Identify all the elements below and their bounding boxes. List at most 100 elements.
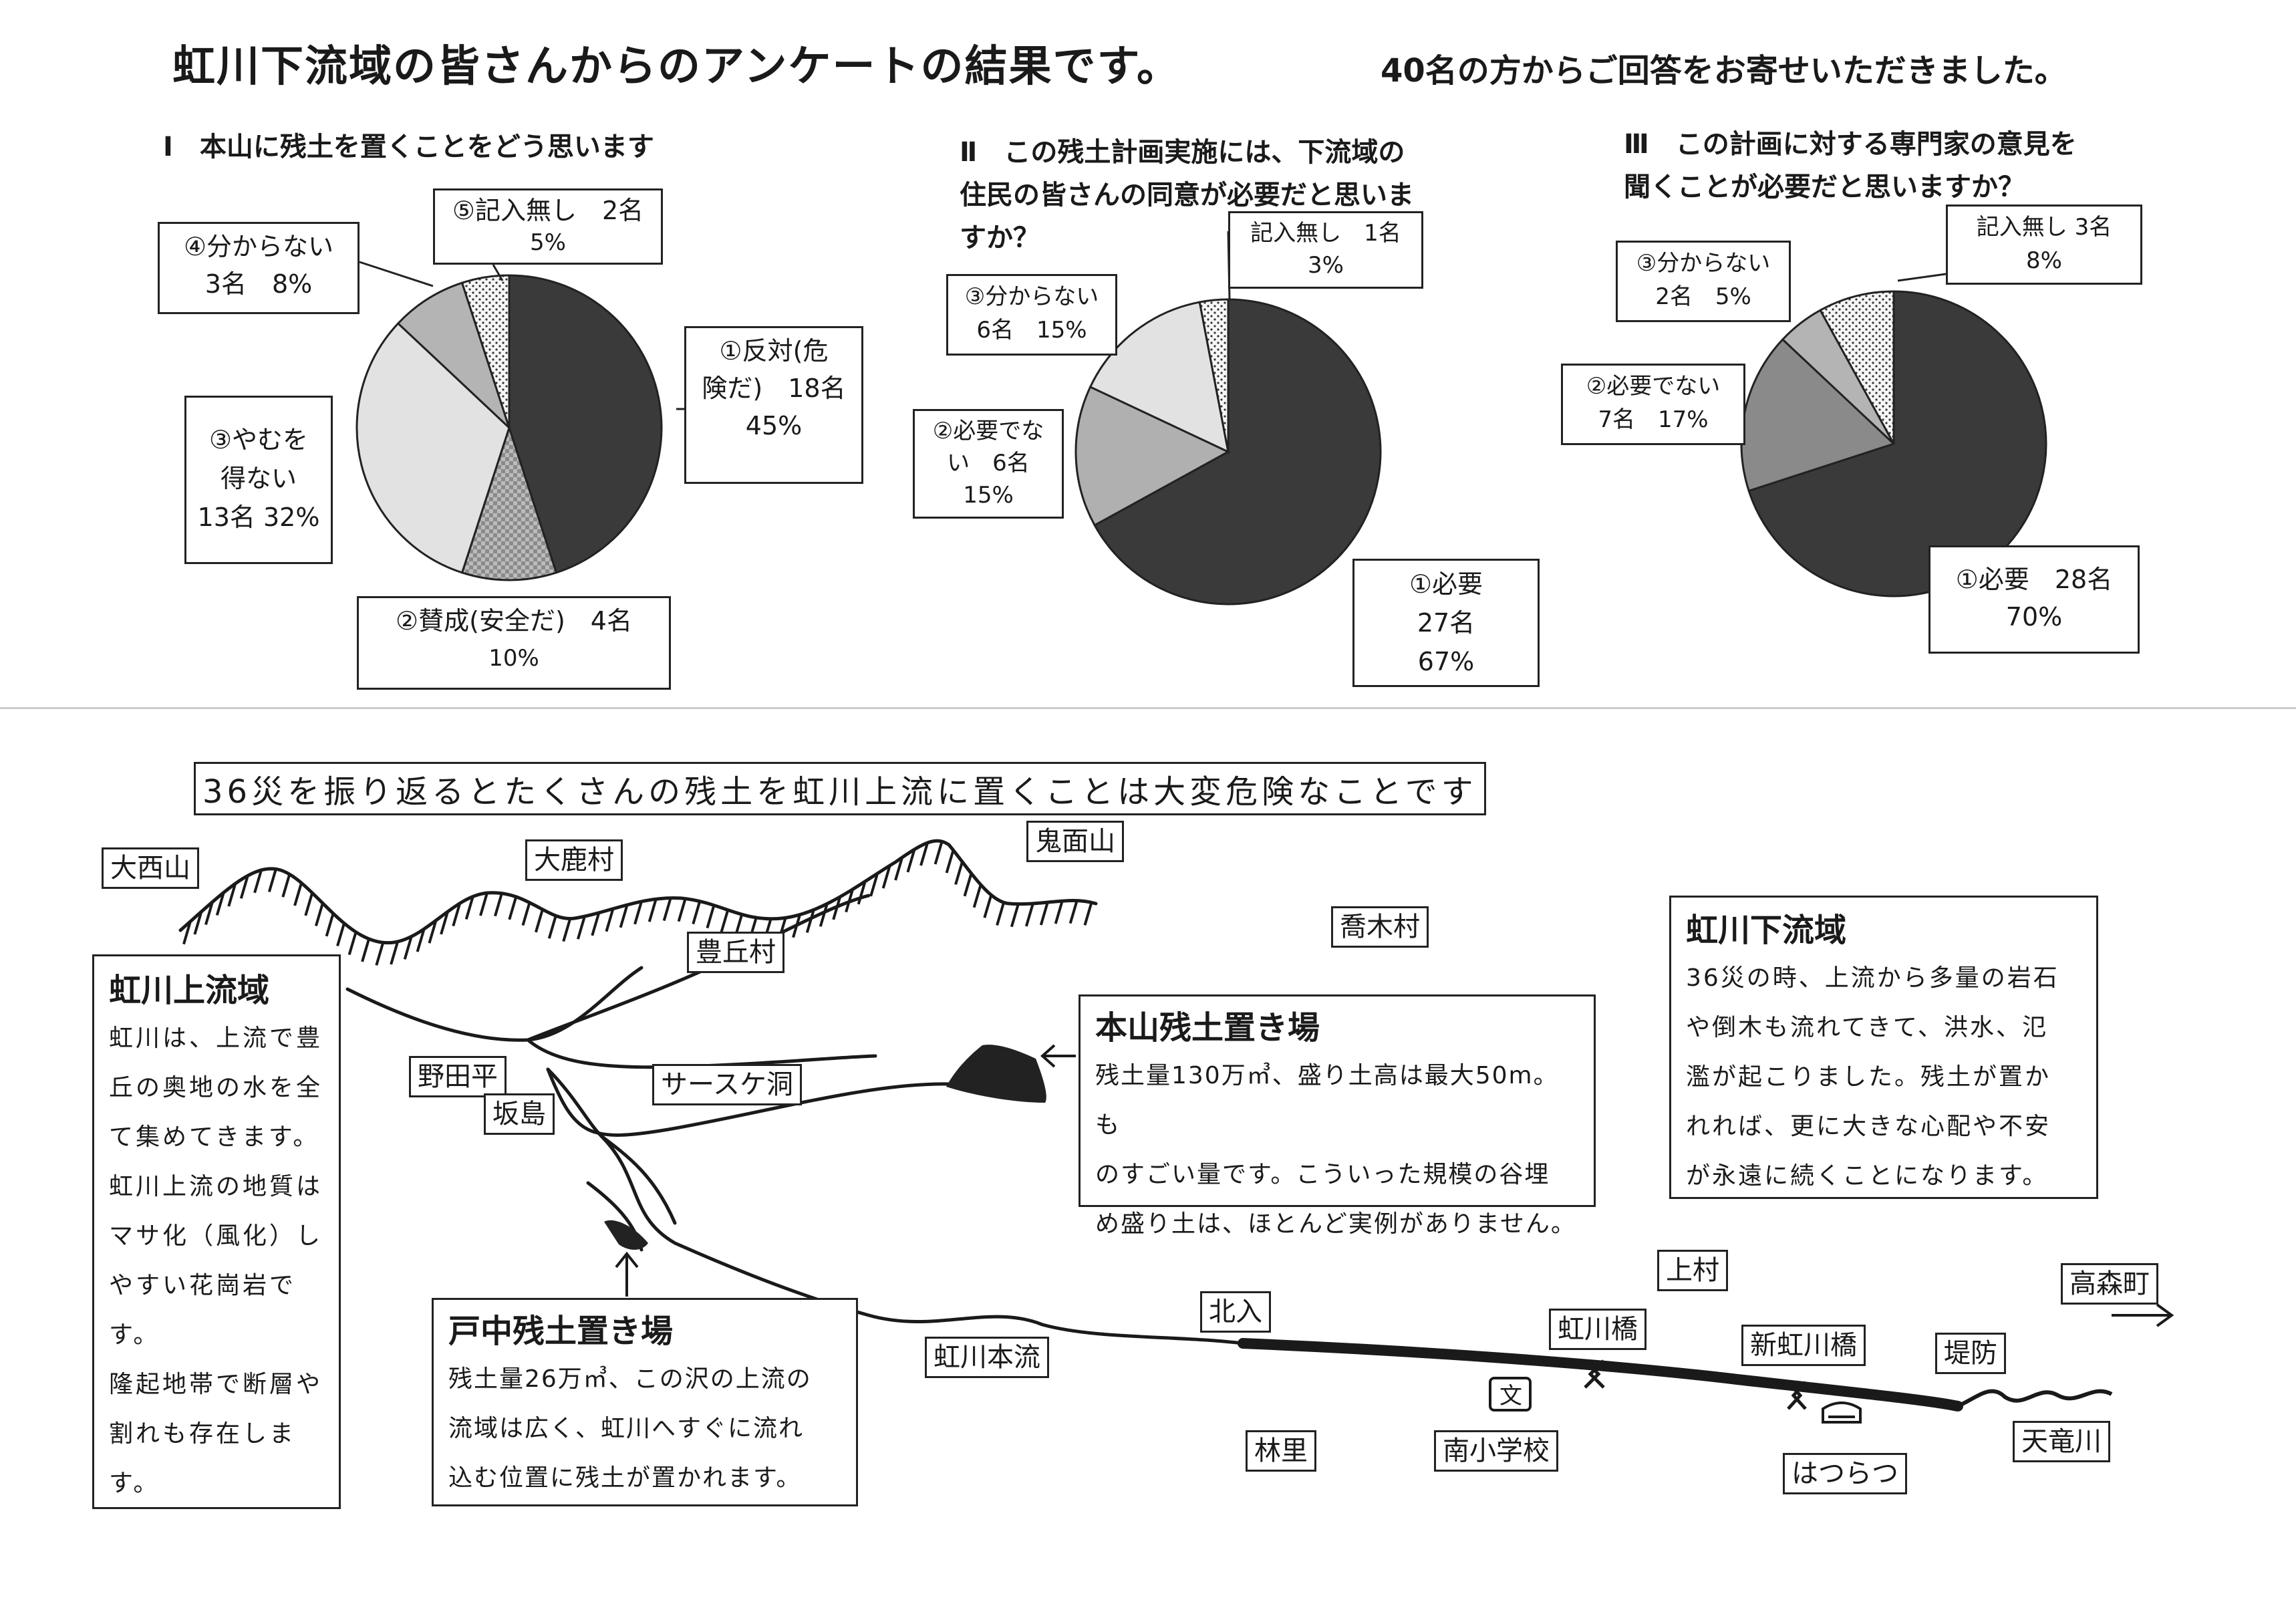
upstream-line: やすい花崗岩で [109, 1272, 297, 1299]
warning-banner: 36災を振り返るとたくさんの残土を虹川上流に置くことは大変危険なことです [194, 762, 1486, 815]
hatch-mark [633, 901, 643, 925]
q3-noanswer-text2: 8% [2026, 247, 2062, 274]
hatch-mark [1083, 902, 1093, 926]
pie-q1 [355, 274, 663, 581]
q2-unknown-text1: ③分からない [964, 283, 1099, 310]
svg-text:文: 文 [1499, 1383, 1522, 1410]
hatch-mark [819, 903, 829, 927]
place-minami-school: 南小学校 [1434, 1430, 1558, 1472]
tonaka-info-box: 戸中残土置き場 残土量26万㎥、この沢の上流の 流域は広く、虹川へすぐに流れ 込… [432, 1298, 858, 1506]
q3-notneed-text1: ②必要でない [1586, 373, 1721, 400]
q1-unavoidable-text1: ③やむを [208, 425, 309, 454]
hatch-mark [1068, 900, 1079, 924]
upstream-info-box: 虹川上流域 虹川は、上流で豊 丘の奥地の水を全 て集めてきます。 虹川上流の地質… [92, 954, 341, 1509]
tributary-north [345, 966, 643, 1042]
hatch-mark [677, 898, 687, 922]
tonaka-line: 流域は広く、虹川へすぐに流れ [448, 1415, 805, 1442]
hatch-mark [428, 920, 438, 944]
place-hongawa: 虹川本流 [925, 1337, 1049, 1378]
tributary-main [526, 1038, 877, 1069]
hatch-mark [390, 941, 400, 965]
q1-unknown-text2: 3名 8% [204, 269, 313, 299]
q3-slice-4 [1819, 290, 1895, 444]
hatch-mark [894, 857, 903, 881]
hatch-mark [562, 918, 572, 942]
q2-slice-1 [1093, 298, 1382, 606]
q2-slice-3 [1089, 301, 1230, 454]
q1-label-unavoidable: ③やむを 得ない 13名 32% [184, 396, 333, 564]
hatch-mark [832, 896, 842, 920]
motoyama-heading: 本山残土置き場 [1095, 1009, 1320, 1047]
q2-slice-2 [1074, 385, 1231, 527]
q2-title: Ⅱ この残土計画実施には、下流域の 住民の皆さんの同意が必要だと思いま すか？ [960, 131, 1414, 259]
q3-noanswer-text1: 記入無し 3名 [1976, 214, 2112, 241]
place-nodahira: 野田平 [409, 1056, 507, 1097]
hatch-mark [881, 865, 891, 889]
upstream-line: す。 [109, 1470, 160, 1497]
q3-need-text2: 70% [2005, 602, 2063, 632]
school-icon: 文 [1489, 1377, 1532, 1412]
hatch-mark [692, 901, 702, 925]
q2-label-unknown: ③分からない 6名 15% [946, 274, 1117, 356]
tonaka-line: 込む位置に残土が置かれます。 [448, 1464, 802, 1492]
hatch-mark [857, 881, 867, 905]
q1-unavoidable-text3: 13名 32% [197, 503, 320, 532]
q3-label-noanswer: 記入無し 3名 8% [1946, 205, 2142, 285]
place-kitairi: 北入 [1200, 1291, 1271, 1333]
hatch-mark [239, 875, 249, 899]
motoyama-line: 残土量130万㎥、盛り土高は最大50m。も [1095, 1062, 1559, 1139]
downstream-line: れれば、更に大きな心配や不安 [1686, 1113, 2051, 1140]
q2-title-line1: Ⅱ この残土計画実施には、下流域の [960, 137, 1405, 168]
q3-unknown-text1: ③分からない [1636, 250, 1771, 277]
q1-label-oppose: ①反対(危 険だ) 18名 45% [684, 326, 863, 484]
motoyama-dump-site [946, 1045, 1046, 1103]
pie-q3 [1740, 290, 2047, 597]
downstream-line: 36災の時、上流から多量の岩石 [1686, 964, 2059, 992]
hatch-mark [547, 915, 557, 939]
hatch-mark [314, 902, 324, 926]
q3-need-text1: ①必要 28名 [1955, 565, 2113, 594]
place-onishiyama: 大西山 [102, 847, 199, 889]
hatch-mark [494, 893, 503, 917]
hatch-mark [204, 902, 214, 926]
hatch-mark [605, 908, 615, 932]
hatch-mark [215, 892, 225, 916]
q1-label-agree: ②賛成(安全だ) 4名 10% [357, 596, 671, 690]
q1-oppose-text2: 険だ) 18名 [702, 374, 846, 403]
place-kimen: 鬼面山 [1026, 821, 1124, 862]
tonaka-heading: 戸中残土置き場 [448, 1313, 674, 1350]
river-tonaka-2 [599, 1134, 677, 1225]
q1-label-unknown: ④分からない 3名 8% [158, 222, 360, 314]
motoyama-info-box: 本山残土置き場 残土量130万㎥、盛り土高は最大50m。も のすごい量です。こう… [1079, 994, 1596, 1238]
q1-slice-2 [460, 424, 558, 581]
hatch-mark [452, 903, 462, 927]
place-saasuke: サースケ洞 [652, 1064, 802, 1105]
hatch-mark [845, 889, 855, 913]
hatch-mark [336, 922, 345, 947]
building-icon [1822, 1401, 1862, 1424]
hatch-mark [375, 942, 385, 966]
downstream-line: 濫が起こりました。残土が置か [1686, 1063, 2051, 1091]
hatch-mark [182, 921, 192, 945]
q2-noanswer-text1: 記入無し 1名 [1250, 220, 1401, 247]
hatch-mark [648, 898, 658, 922]
motoyama-line: のすごい量です。こういった規模の谷埋 [1095, 1161, 1550, 1188]
hatch-mark [805, 909, 815, 933]
q1-agree-text2: 10% [488, 645, 539, 672]
upstream-line: 丘の奥地の水を全 [109, 1074, 323, 1101]
river-lower [1238, 1338, 1963, 1412]
q2-need-text2: 27名 [1417, 608, 1475, 638]
hatch-mark [534, 909, 544, 933]
q1-noanswer-text1: ⑤記入無し 2名 [452, 196, 644, 225]
q3-notneed-text2: 7名 17% [1598, 406, 1709, 433]
hatch-mark [972, 884, 982, 908]
place-oshika: 大鹿村 [525, 839, 623, 881]
q1-label-noanswer: ⑤記入無し 2名 5% [433, 188, 663, 265]
q2-label-notneed: ②必要でな い 6名 15% [913, 409, 1064, 519]
upstream-line: 虹川上流の地質は [109, 1173, 323, 1200]
q2-label-need: ①必要 27名 67% [1352, 559, 1540, 687]
hatch-mark [281, 874, 291, 898]
q2-noanswer-text2: 3% [1308, 252, 1344, 279]
place-hayashi: 林里 [1246, 1430, 1316, 1472]
downstream-info-box: 虹川下流域 36災の時、上流から多量の岩石 や倒木も流れてきて、洪水、氾 濫が起… [1669, 896, 2098, 1199]
